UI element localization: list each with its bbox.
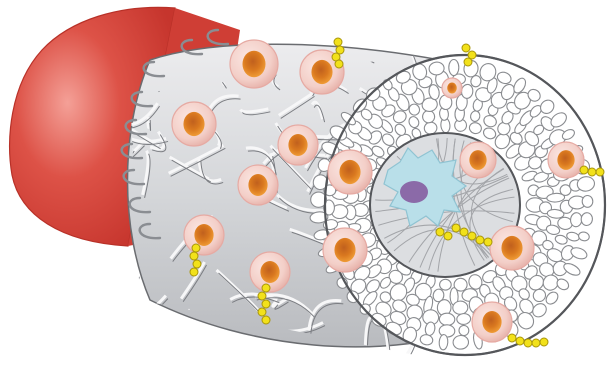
seeded-cell (238, 165, 278, 205)
ligand-bead (258, 292, 266, 300)
cell-nucleus (260, 261, 279, 283)
seeded-cell (472, 302, 512, 342)
ligand-bead (334, 38, 342, 46)
ligand-bead (262, 316, 270, 324)
cell-nucleus (194, 224, 213, 246)
seeded-cell (184, 215, 224, 255)
seeded-cell (323, 228, 367, 272)
cell-nucleus (311, 60, 332, 84)
seeded-cell (172, 102, 216, 146)
seeded-cell (442, 78, 462, 98)
ligand-bead (516, 337, 524, 345)
seeded-cell (328, 150, 372, 194)
ligand-bead (468, 232, 476, 240)
cell-nucleus (482, 311, 501, 333)
ligand-bead (190, 252, 198, 260)
cell-nucleus (242, 51, 265, 77)
ligand-bead (452, 224, 460, 232)
cell-nucleus (248, 174, 267, 196)
ligand-bead (580, 166, 588, 174)
cell-nucleus (334, 238, 355, 262)
ligand-bead (262, 300, 270, 308)
ligand-bead (335, 60, 343, 68)
cell-nucleus (339, 160, 360, 184)
ligand-bead (462, 44, 470, 52)
ligand-bead (524, 339, 532, 347)
ligand-bead (508, 334, 516, 342)
seeded-cell (548, 142, 584, 178)
ligand-bead (262, 284, 270, 292)
cell-nucleus (183, 112, 204, 136)
ligand-bead (476, 236, 484, 244)
ligand-bead (190, 268, 198, 276)
ligand-bead (484, 238, 492, 246)
ligand-bead (532, 339, 540, 347)
seeded-cell (278, 125, 318, 165)
ligand-bead (464, 58, 472, 66)
seeded-cell (460, 142, 496, 178)
seeded-cell (490, 226, 534, 270)
ligand-bead (436, 228, 444, 236)
ligand-bead (596, 168, 604, 176)
ligand-bead (540, 338, 548, 346)
seeded-cell (230, 40, 278, 88)
cell-nucleus (469, 150, 486, 170)
ligand-bead (192, 244, 200, 252)
ligand-bead (588, 168, 596, 176)
cell-nucleus (447, 83, 457, 94)
cell-nucleus (288, 134, 307, 156)
ligand-bead (193, 260, 201, 268)
ligand-bead (258, 308, 266, 316)
cell-nucleus (557, 150, 574, 170)
cell-nucleus (501, 236, 522, 260)
ligand-bead (460, 228, 468, 236)
ligand-bead (444, 232, 452, 240)
